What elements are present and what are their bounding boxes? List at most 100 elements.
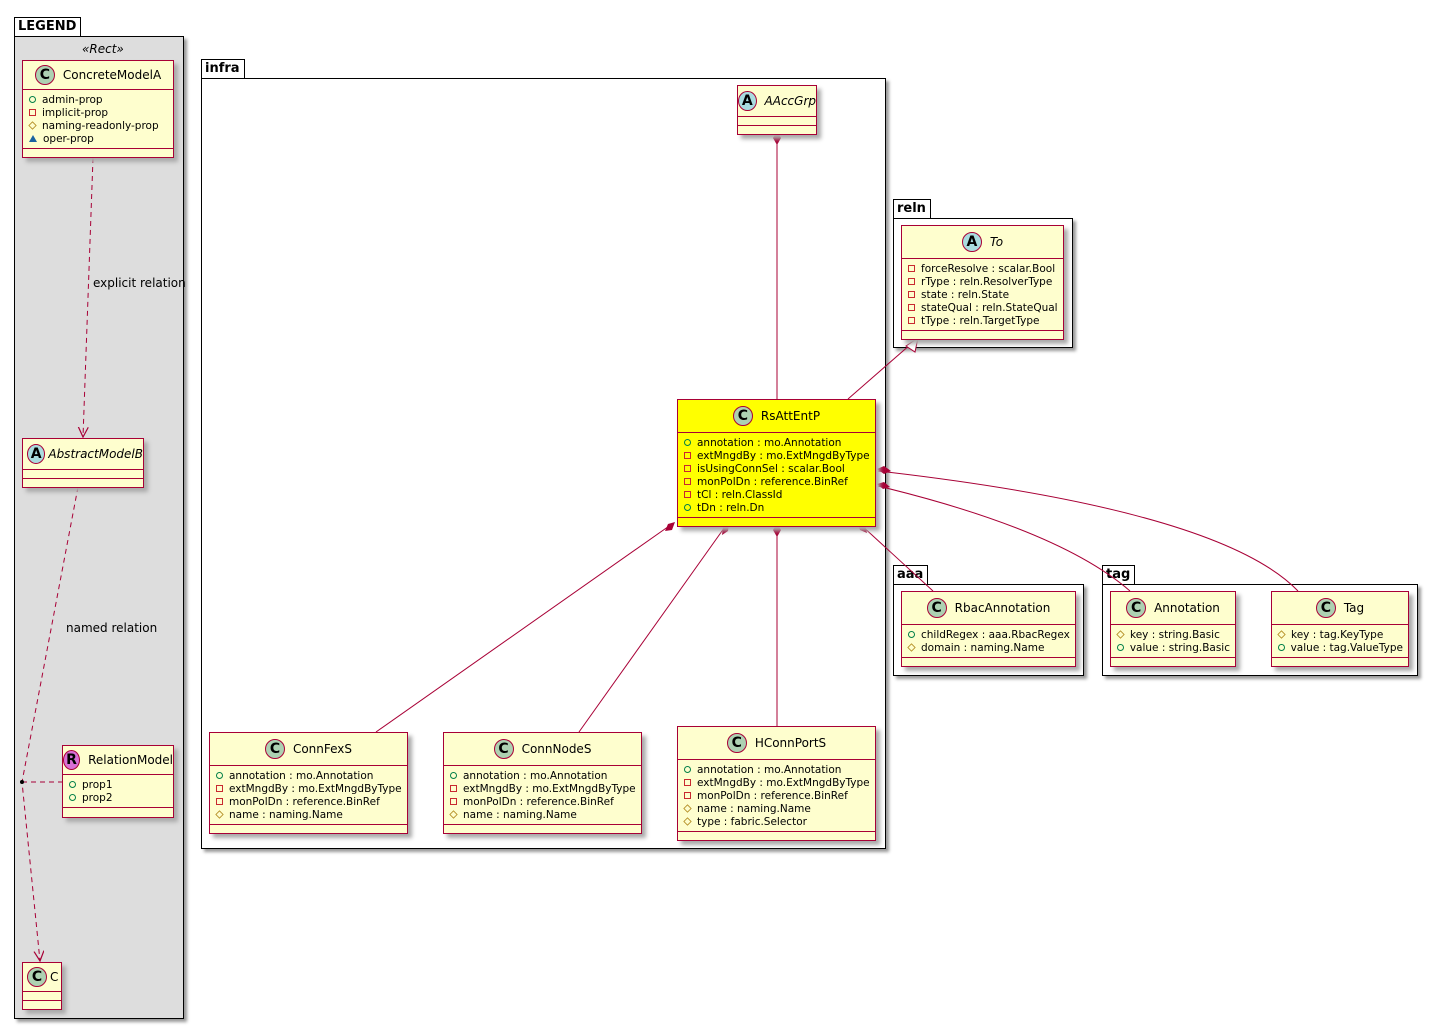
- class-methods: [23, 149, 173, 157]
- class-methods: [902, 658, 1075, 666]
- composition-diamond: [877, 466, 891, 474]
- attribute-text: tCl : reln.ClassId: [697, 488, 783, 501]
- class-attribute: monPolDn : reference.BinRef: [216, 795, 402, 808]
- class-header: C ConnNodeS: [444, 733, 641, 766]
- class-name: RelationModel: [88, 753, 173, 767]
- attribute-text: value : tag.ValueType: [1290, 641, 1403, 654]
- attribute-text: extMngdBy : mo.ExtMngdByType: [697, 449, 870, 462]
- attribute-text: extMngdBy : mo.ExtMngdByType: [697, 776, 870, 789]
- attribute-text: key : tag.KeyType: [1291, 628, 1384, 641]
- public-visibility-icon: [1117, 644, 1124, 651]
- package-visibility-icon: [29, 135, 37, 142]
- class-name: ConnNodeS: [521, 742, 592, 756]
- class-name: AbstractModelB: [48, 447, 143, 461]
- package-reln: [893, 218, 1073, 348]
- composition-annotation: [877, 485, 1131, 592]
- protected-visibility-icon: [1116, 630, 1125, 639]
- legend-stereotype: «Rect»: [82, 42, 124, 56]
- private-visibility-icon: [684, 465, 691, 472]
- class-attribute: naming-readonly-prop: [28, 119, 168, 132]
- class-attribute: value : string.Basic: [1117, 641, 1230, 654]
- class-attribute: name : naming.Name: [215, 808, 402, 821]
- explicit-relation-line: [83, 157, 94, 437]
- class-icon: C: [493, 739, 514, 759]
- class-attribute: annotation : mo.Annotation: [684, 763, 870, 776]
- abstract-class-icon: A: [738, 91, 757, 111]
- private-visibility-icon: [216, 798, 223, 805]
- attribute-text: annotation : mo.Annotation: [697, 436, 842, 449]
- private-visibility-icon: [908, 304, 915, 311]
- private-visibility-icon: [908, 291, 915, 298]
- attribute-text: monPolDn : reference.BinRef: [697, 475, 848, 488]
- class-methods: [1111, 658, 1235, 666]
- class-attribute: prop1: [69, 778, 168, 791]
- class-attribute: annotation : mo.Annotation: [216, 769, 402, 782]
- package-tag-tab: tag: [1102, 565, 1136, 584]
- private-visibility-icon: [908, 317, 915, 324]
- class-methods: [678, 832, 875, 840]
- private-visibility-icon: [216, 785, 223, 792]
- attribute-text: name : naming.Name: [463, 808, 577, 821]
- attribute-text: value : string.Basic: [1129, 641, 1230, 654]
- class-attribute: extMngdBy : mo.ExtMngdByType: [450, 782, 636, 795]
- private-visibility-icon: [450, 798, 457, 805]
- class-attribute: key : string.Basic: [1116, 628, 1230, 641]
- attribute-text: extMngdBy : mo.ExtMngdByType: [463, 782, 636, 795]
- class-attribute: domain : naming.Name: [907, 641, 1070, 654]
- package-legend-tab: LEGEND: [14, 17, 82, 36]
- class-attribute: stateQual : reln.StateQual: [908, 301, 1058, 314]
- class-attribute: admin-prop: [29, 93, 168, 106]
- class-attributes: [23, 992, 61, 1001]
- package-reln-label: reln: [897, 201, 926, 216]
- class-attribute: state : reln.State: [908, 288, 1058, 301]
- class-attribute: name : naming.Name: [449, 808, 636, 821]
- class-attributes: [23, 470, 143, 479]
- composition-connfexs: [375, 523, 673, 733]
- attribute-text: oper-prop: [43, 132, 94, 145]
- class-attribute: rType : reln.ResolverType: [908, 275, 1058, 288]
- protected-visibility-icon: [215, 810, 224, 819]
- attribute-text: state : reln.State: [921, 288, 1010, 301]
- class-methods: [738, 126, 816, 134]
- composition-rbacannotation: [859, 523, 934, 592]
- attribute-text: annotation : mo.Annotation: [697, 763, 842, 776]
- protected-visibility-icon: [28, 121, 37, 130]
- private-visibility-icon: [684, 779, 691, 786]
- attribute-text: implicit-prop: [42, 106, 109, 119]
- class-name: Annotation: [1154, 601, 1220, 615]
- package-tag-label: tag: [1106, 567, 1131, 582]
- private-visibility-icon: [908, 265, 915, 272]
- public-visibility-icon: [684, 766, 691, 773]
- attribute-text: type : fabric.Selector: [697, 815, 807, 828]
- attribute-text: childRegex : aaa.RbacRegex: [921, 628, 1070, 641]
- package-legend: [14, 36, 184, 1019]
- class-attribute: implicit-prop: [29, 106, 168, 119]
- attribute-text: rType : reln.ResolverType: [921, 275, 1053, 288]
- attribute-text: stateQual : reln.StateQual: [921, 301, 1058, 314]
- attribute-text: prop1: [82, 778, 113, 791]
